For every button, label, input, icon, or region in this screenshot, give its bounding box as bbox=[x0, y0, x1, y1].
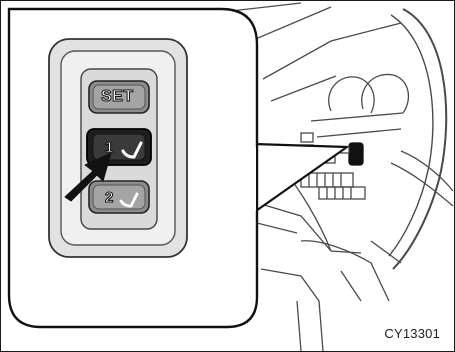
set-button-label: SET bbox=[101, 89, 134, 104]
memory-button-2-label: 2 bbox=[105, 190, 114, 205]
memory-button-1-label: 1 bbox=[105, 140, 114, 155]
memory-button-2[interactable] bbox=[89, 181, 149, 213]
figure-code: CY13301 bbox=[384, 326, 440, 341]
